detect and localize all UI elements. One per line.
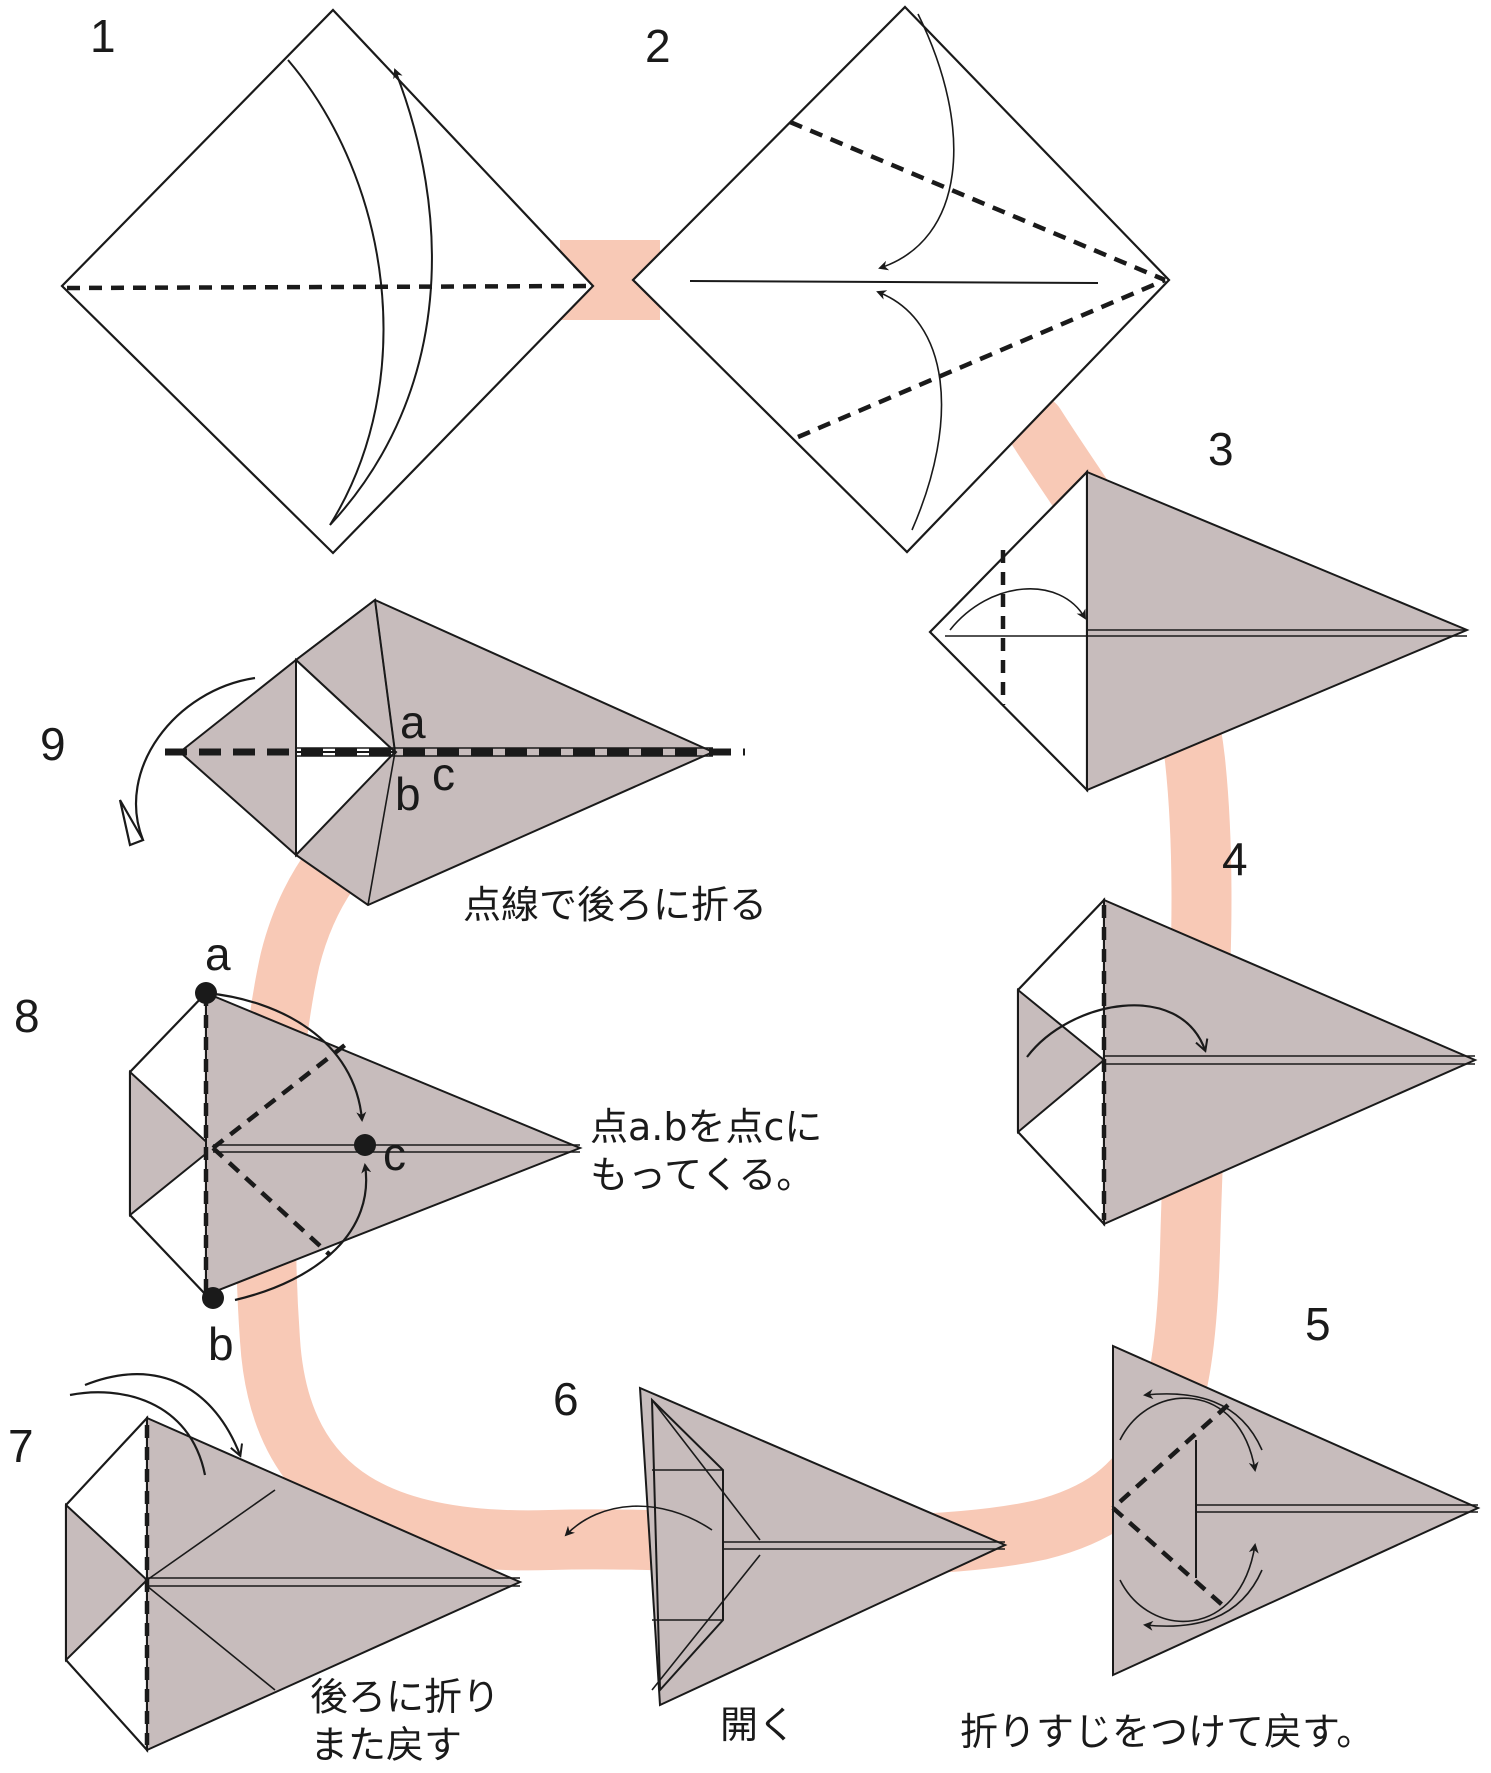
step-1-diagram — [60, 8, 595, 555]
step-8-point-b-label: b — [208, 1318, 234, 1370]
step-number-1: 1 — [90, 10, 116, 62]
step-8-caption-line2: もってくる。 — [590, 1153, 814, 1197]
step-7-caption-line2: また戻す — [310, 1723, 462, 1767]
step-number-8: 8 — [14, 990, 40, 1042]
step-9-diagram — [118, 598, 745, 907]
step-8-point-c-label: c — [383, 1128, 406, 1180]
step-5-diagram — [1111, 1344, 1481, 1677]
step-9-point-a-label: a — [400, 696, 426, 748]
step-number-9: 9 — [40, 718, 66, 770]
step-9-caption: 点線で後ろに折る — [463, 883, 767, 927]
step-4-diagram — [1016, 897, 1478, 1227]
point-a-dot — [195, 982, 217, 1004]
step-7-caption-line1: 後ろに折り — [310, 1675, 500, 1719]
step-number-4: 4 — [1222, 833, 1248, 885]
step-9-point-c-label: c — [432, 748, 455, 800]
step-8-diagram — [128, 982, 583, 1309]
step-6-diagram — [564, 1386, 1008, 1707]
step-3-diagram — [928, 469, 1470, 793]
step-5-caption: 折りすじをつけて戻す。 — [960, 1710, 1374, 1754]
step-number-7: 7 — [8, 1420, 34, 1472]
step-2-diagram — [631, 5, 1171, 554]
step-8-caption-line1: 点a.bを点cに — [590, 1105, 822, 1149]
step-number-2: 2 — [645, 20, 671, 72]
step-6-caption: 開く — [720, 1703, 796, 1747]
point-c-dot — [354, 1134, 376, 1156]
step-number-6: 6 — [553, 1373, 579, 1425]
step-8-point-a-label: a — [205, 928, 231, 980]
step-number-3: 3 — [1208, 423, 1234, 475]
step-9-point-b-label: b — [395, 768, 421, 820]
point-b-dot — [202, 1287, 224, 1309]
step-7-diagram — [64, 1373, 523, 1753]
step-number-5: 5 — [1305, 1298, 1331, 1350]
